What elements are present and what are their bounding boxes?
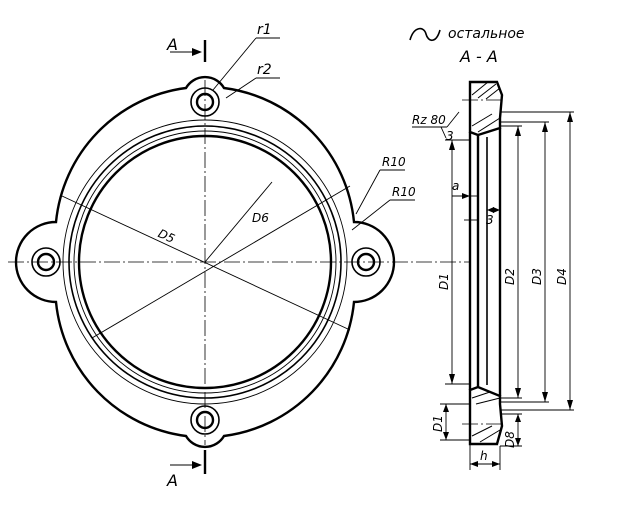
label-roughness-sub: 3 bbox=[446, 129, 454, 143]
section-mark-bottom bbox=[170, 450, 207, 474]
label-D4: D4 bbox=[555, 268, 569, 285]
label-r2: r2 bbox=[257, 62, 272, 78]
label-d1-bottom: D1 bbox=[431, 415, 445, 432]
diameter-line-d5 bbox=[61, 195, 351, 331]
flange-ring-1 bbox=[62, 119, 348, 405]
label-D6: D6 bbox=[252, 211, 269, 225]
label-D2: D2 bbox=[503, 268, 517, 285]
bolt-hole-right bbox=[351, 247, 381, 277]
flange-ring-inner bbox=[77, 134, 333, 390]
label-section-top: A bbox=[166, 35, 178, 54]
bolt-hole-bottom bbox=[190, 405, 220, 435]
label-D3: D3 bbox=[530, 268, 544, 285]
label-D5: D5 bbox=[156, 226, 177, 246]
label-section-bottom: A bbox=[166, 471, 178, 490]
front-view: A A r1 r2 R10 R10 D5 D6 bbox=[8, 22, 470, 490]
label-r1: r1 bbox=[257, 22, 272, 38]
label-roughness-value: Rz 80 bbox=[412, 113, 446, 127]
label-R10-upper: R10 bbox=[382, 155, 406, 169]
label-dim-3: 3 bbox=[486, 213, 494, 227]
section-title: A - A bbox=[459, 47, 498, 66]
flange-ring-2 bbox=[68, 125, 342, 399]
label-d-bottom: D8 bbox=[503, 431, 517, 448]
flange-outer-outline bbox=[14, 75, 396, 449]
label-roughness-all: остальное bbox=[448, 26, 525, 42]
bolt-hole-top bbox=[190, 87, 220, 117]
label-D1: D1 bbox=[437, 273, 451, 290]
label-a: a bbox=[452, 179, 459, 193]
bolt-hole-left bbox=[31, 247, 61, 277]
lower-section-profile bbox=[468, 385, 504, 446]
section-view: D1 D2 D3 D4 Rz 80 3 a bbox=[412, 80, 574, 470]
roughness-note: остальное A - A bbox=[409, 26, 525, 66]
upper-section-profile bbox=[468, 80, 504, 137]
section-mark-top bbox=[170, 40, 207, 62]
flange-ring-3 bbox=[73, 130, 337, 394]
diameter-line-d6 bbox=[91, 185, 351, 339]
label-h: h bbox=[480, 449, 488, 463]
label-R10-lower: R10 bbox=[392, 185, 416, 199]
